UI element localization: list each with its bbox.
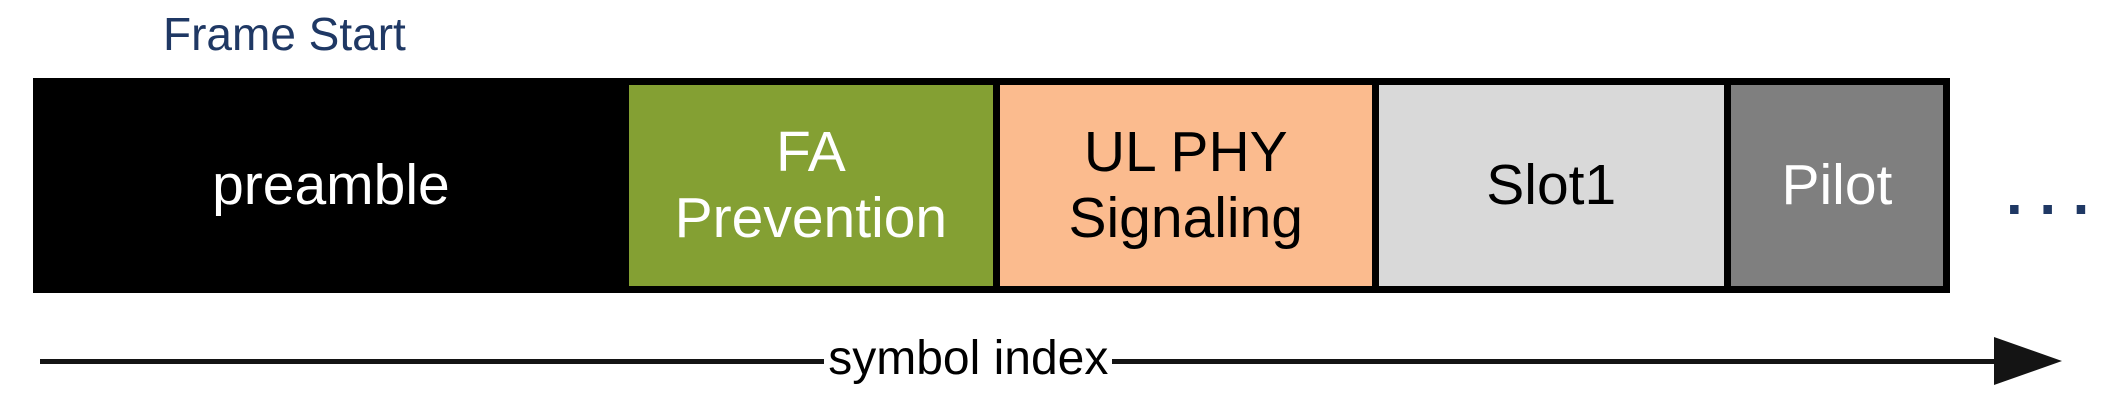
frame-start-label: Frame Start: [163, 8, 406, 60]
bar-segment-fa-prevention: FA Prevention: [621, 85, 993, 286]
continuation-ellipsis: . . .: [2006, 160, 2090, 227]
symbol-index-label: symbol index: [828, 331, 1109, 385]
segment-label: preamble: [212, 152, 450, 217]
segment-label: Slot1: [1486, 152, 1617, 217]
symbol-index-axis: symbol index: [40, 332, 2062, 385]
segment-label: FA: [776, 119, 846, 184]
segment-label: Prevention: [674, 185, 948, 250]
axis-line-right: [1112, 358, 1994, 364]
bar-segment-slot1: Slot1: [1371, 85, 1724, 286]
arrow-right-icon: [1994, 337, 2062, 385]
segment-label: Signaling: [1068, 185, 1303, 250]
axis-line-left: [40, 358, 825, 364]
bar-segment-preamble: preamble: [40, 85, 622, 286]
bar-segment-ul-phy-signaling: UL PHY Signaling: [992, 85, 1372, 286]
segment-label: UL PHY: [1083, 119, 1288, 184]
segment-label: Pilot: [1781, 152, 1893, 217]
bar-segment-pilot: Pilot: [1723, 85, 1943, 286]
frame-bar: preamble FA Prevention UL PHY Signaling …: [33, 78, 1950, 293]
